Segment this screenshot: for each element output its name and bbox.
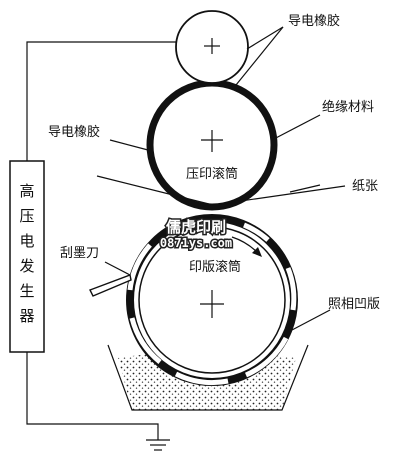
impression-cylinder — [146, 79, 278, 211]
generator-char: 压 — [19, 207, 34, 225]
generator-char: 器 — [19, 307, 34, 325]
wiring — [26, 41, 176, 440]
generator-char: 发 — [19, 257, 34, 275]
label-left-rubber: 导电橡胶 — [48, 124, 100, 140]
doctor-blade — [89, 274, 132, 297]
generator-char: 高 — [19, 182, 34, 200]
plate-segment — [127, 243, 152, 291]
plate-segment — [174, 371, 229, 385]
plate-segment — [285, 267, 297, 311]
label-paper: 纸张 — [352, 179, 378, 194]
high-voltage-generator: 高 压 电 发 生 器 — [9, 160, 45, 353]
rotation-arrowhead — [252, 247, 262, 257]
label-impression-cylinder: 压印滚筒 — [186, 166, 238, 182]
generator-char: 生 — [19, 282, 34, 300]
label-top-rubber: 导电橡胶 — [288, 13, 340, 29]
plate-segment — [244, 336, 289, 378]
generator-char: 电 — [19, 232, 34, 250]
label-insulation: 绝缘材料 — [322, 99, 374, 115]
plate-segment — [242, 222, 270, 242]
watermark-title: 儒虎印刷 — [166, 218, 226, 236]
plate-cylinder — [126, 214, 298, 386]
plate-segment — [129, 317, 162, 364]
ground-icon — [146, 439, 170, 451]
leader-lines — [104, 26, 331, 331]
paper-sheet — [96, 175, 346, 206]
label-doctor-blade: 刮墨刀 — [60, 246, 99, 261]
watermark-url: 0871ys.com — [160, 236, 232, 250]
top-rubber-roller — [175, 10, 249, 84]
label-gravure-plate: 照相凹版 — [328, 297, 380, 312]
label-plate-cylinder: 印版滚筒 — [189, 259, 241, 275]
